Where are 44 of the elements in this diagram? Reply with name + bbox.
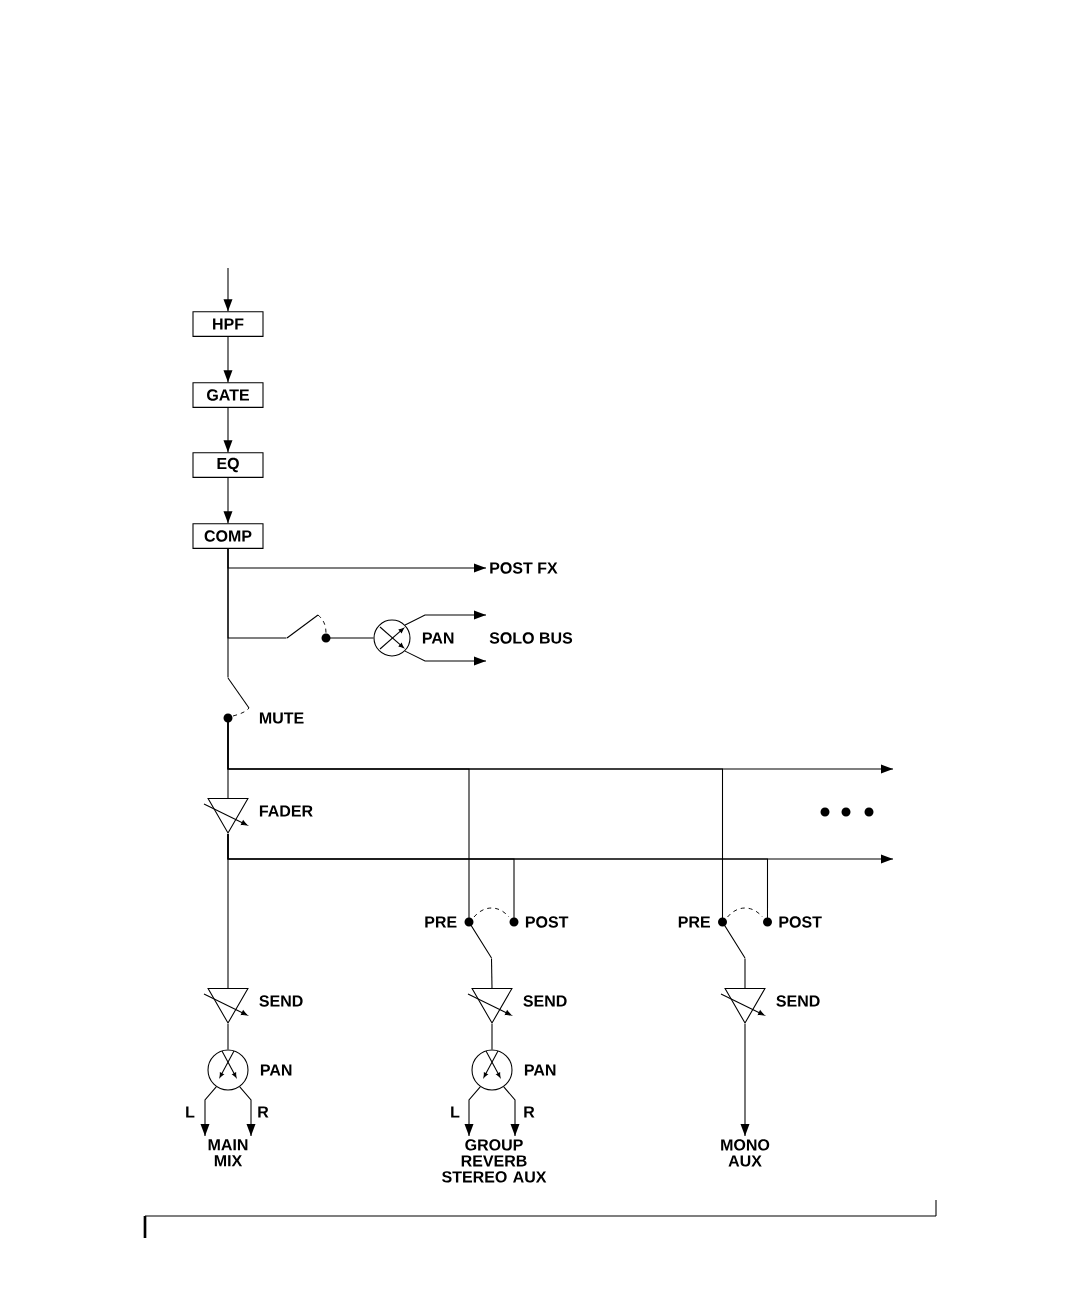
- process-box: HPF: [192, 311, 264, 337]
- connector: [490, 958, 493, 989]
- symbol-label: SEND: [776, 995, 820, 1007]
- arrow: [200, 1086, 217, 1137]
- arrow: [223, 477, 233, 524]
- symbol-label: SEND: [523, 995, 567, 1007]
- arrow: [404, 650, 487, 666]
- output-label: MONO AUX: [721, 1139, 770, 1167]
- connector: [327, 637, 374, 639]
- symbol-label: MUTE: [259, 712, 304, 724]
- arrow: [239, 1086, 256, 1137]
- bus-label: POST FX: [490, 562, 558, 574]
- process-box: GATE: [192, 382, 264, 408]
- connector: [227, 548, 229, 678]
- edge-label: L: [186, 1106, 195, 1118]
- symbol-label: SEND: [259, 995, 303, 1007]
- connector: [491, 1023, 493, 1050]
- symbol-label: PAN: [260, 1064, 292, 1076]
- arrow: [404, 610, 487, 626]
- output-label: MAIN MIX: [208, 1139, 248, 1167]
- switch-symbol: [286, 614, 331, 643]
- symbol-label: PAN: [422, 632, 454, 644]
- process-box: COMP: [192, 523, 264, 549]
- arrow: [223, 267, 233, 312]
- symbol-label: PAN: [524, 1064, 556, 1076]
- arrow: [503, 1086, 520, 1137]
- bus-label: SOLO BUS: [489, 632, 573, 644]
- symbol-label: POST: [525, 916, 569, 928]
- symbol-label: PRE: [425, 916, 457, 928]
- edge-label: L: [451, 1106, 460, 1118]
- edge-label: R: [258, 1106, 269, 1118]
- edge-label: R: [524, 1106, 535, 1118]
- arrow: [227, 833, 894, 864]
- arrow: [464, 1086, 481, 1137]
- symbol-label: POST: [779, 916, 822, 928]
- connector: [227, 1023, 229, 1050]
- arrow: [223, 336, 233, 383]
- process-box: EQ: [192, 452, 264, 478]
- arrow: [740, 1023, 750, 1137]
- output-label: GROUP REVERB STEREO AUX: [442, 1139, 547, 1183]
- arrow: [223, 407, 233, 453]
- connector: [744, 958, 746, 989]
- symbol-label: FADER: [259, 805, 313, 817]
- symbol-label: PRE: [678, 916, 710, 928]
